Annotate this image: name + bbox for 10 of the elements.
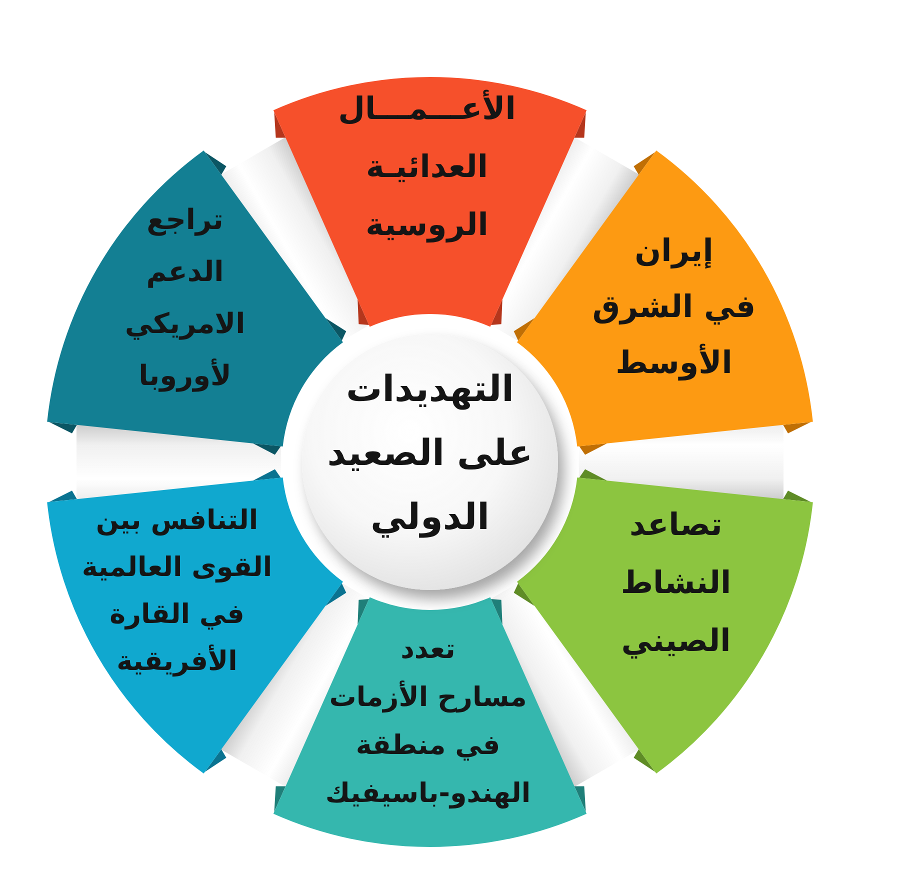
segment-label: الأعـــمـــال العدائيـة الروسية [338,88,516,245]
segment-label: تراجع الدعم الامريكي لأوروبا [124,202,246,394]
segment-label: التنافس بين القوى العالمية في القارة الأفريقية [82,504,272,679]
center-circle [302,334,558,590]
ribbon-segment [273,597,587,846]
segment-label: إيران في الشرق الأوسط [592,232,756,383]
center-label: التهديدات على الصعيد الدولي [327,368,533,540]
segment-label: تعدد مسارح الأزمات في منطقة الهندو-باسيفيك [325,633,531,811]
segment-label: تصاعد النشاط الصيني [620,506,732,661]
ribbon-segment [273,78,587,327]
